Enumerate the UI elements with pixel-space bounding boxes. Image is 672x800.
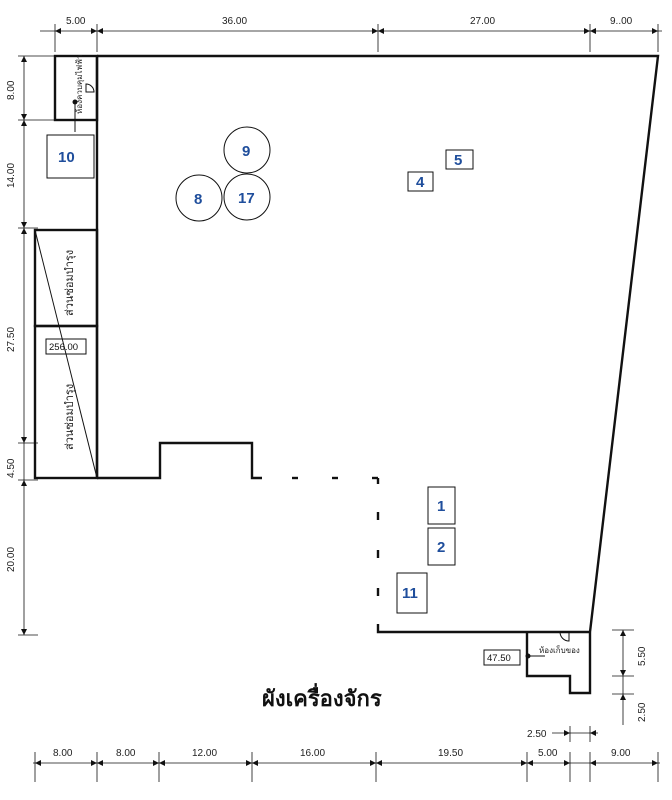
machine-11: 11 bbox=[396, 572, 428, 614]
machine-9-label: 9 bbox=[242, 143, 250, 160]
dim-top-2: 36.00 bbox=[222, 16, 247, 27]
dim-bottom-5: 19.50 bbox=[438, 748, 463, 759]
machine-10: 10 bbox=[46, 134, 95, 179]
maintenance-area-tag: 256.00 bbox=[45, 338, 87, 355]
dim-right-2: 2.50 bbox=[637, 702, 648, 722]
top-dimension-line: 5.00 36.00 27.00 9..00 bbox=[40, 16, 662, 52]
right-dimension-line: 5.50 2.50 bbox=[612, 629, 648, 725]
electrical-room: ห้องควบคุมไฟฟ้า bbox=[53, 55, 99, 132]
machine-4: 4 bbox=[407, 171, 434, 192]
storage-room: ห้องเก็บของ bbox=[525, 631, 592, 695]
dim-top-1: 5.00 bbox=[66, 16, 86, 27]
dim-bottom-7: 9.00 bbox=[611, 748, 631, 759]
machine-5-label: 5 bbox=[454, 152, 462, 169]
machine-2: 2 bbox=[427, 527, 456, 566]
machine-1: 1 bbox=[427, 486, 456, 525]
machine-4-label: 4 bbox=[416, 174, 425, 191]
dim-bottom-6: 5.00 bbox=[538, 748, 558, 759]
machine-8: 8 bbox=[175, 174, 223, 222]
machine-11-label: 11 bbox=[402, 585, 418, 602]
dim-bottom-2: 8.00 bbox=[116, 748, 136, 759]
bottom-dimension-line: 8.00 8.00 12.00 16.00 19.50 5.00 9.00 bbox=[33, 748, 660, 782]
dim-left-4: 4.50 bbox=[6, 458, 17, 478]
dim-bottom-3: 12.00 bbox=[192, 748, 217, 759]
dim-top-3: 27.00 bbox=[470, 16, 495, 27]
machine-10-label: 10 bbox=[58, 149, 75, 166]
dim-top-4: 9..00 bbox=[610, 16, 633, 27]
dim-bottom-4: 16.00 bbox=[300, 748, 325, 759]
dim-left-5: 20.00 bbox=[6, 547, 17, 572]
dim-right-1: 5.50 bbox=[637, 646, 648, 666]
maintenance-area-label: 256.00 bbox=[49, 342, 78, 353]
dim-left-1: 8.00 bbox=[6, 80, 17, 100]
machine-17-label: 17 bbox=[238, 190, 255, 207]
storage-room-label: ห้องเก็บของ bbox=[539, 645, 580, 655]
machine-8-label: 8 bbox=[194, 191, 202, 208]
left-dimension-line: 8.00 14.00 27.50 4.50 20.00 bbox=[6, 55, 55, 636]
dashed-opening bbox=[292, 476, 380, 596]
machine-1-label: 1 bbox=[437, 498, 445, 515]
electrical-room-label: ห้องควบคุมไฟฟ้า bbox=[75, 55, 84, 114]
inner-dimension-2-50: 2.50 bbox=[527, 726, 598, 742]
machine-5: 5 bbox=[445, 149, 474, 170]
dim-left-3: 27.50 bbox=[6, 327, 17, 352]
maintenance-room-1-label: ส่วนซ่อมบำรุง bbox=[63, 250, 76, 316]
page-title: ผังเครื่องจักร bbox=[262, 682, 382, 712]
machine-17: 17 bbox=[223, 173, 271, 221]
machine-2-label: 2 bbox=[437, 539, 445, 556]
machine-9: 9 bbox=[223, 126, 271, 174]
maintenance-room-2: ส่วนซ่อมบำรุง bbox=[33, 324, 99, 480]
storage-area-label: 47.50 bbox=[487, 653, 511, 664]
storage-area-tag: 47.50 bbox=[483, 649, 521, 666]
dim-bottom-1: 8.00 bbox=[53, 748, 73, 759]
dim-left-2: 14.00 bbox=[6, 163, 17, 188]
building-outline bbox=[95, 54, 660, 634]
dim-inner-250: 2.50 bbox=[527, 729, 547, 740]
maintenance-room-2-label: ส่วนซ่อมบำรุง bbox=[63, 384, 76, 450]
